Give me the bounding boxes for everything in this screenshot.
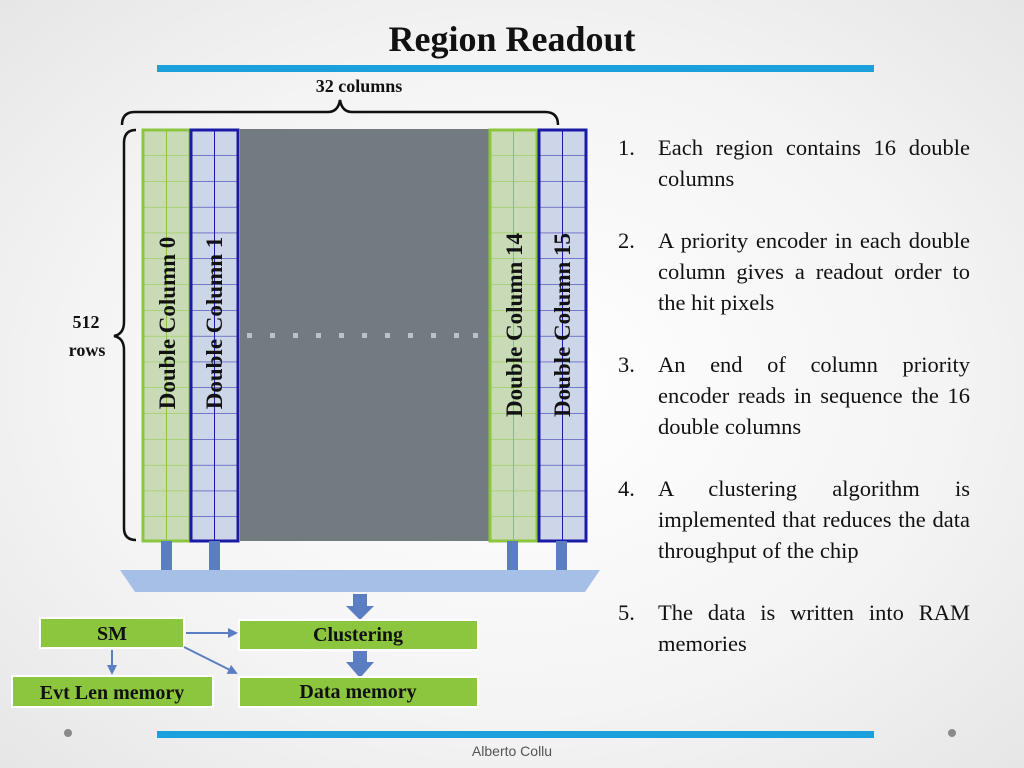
step-text: A clustering algorithm is implemented th… [658,476,970,563]
top-rule [157,65,874,72]
step-text: The data is written into RAM memories [658,600,970,656]
slide-title: Region Readout [388,19,636,59]
clustering-label: Clustering [313,624,403,646]
clustering-block [238,619,479,651]
double-column-15-label: Double Column 15 [550,233,575,417]
bottom-rule [157,731,874,738]
data-memory-label: Data memory [299,681,416,703]
column-connectors [161,541,567,570]
rows-brace [113,128,137,542]
double-column-1-label: Double Column 1 [202,237,227,410]
evt-len-memory-label: Evt Len memory [40,682,184,704]
step-text: Each region contains 16 double columns [658,135,970,191]
left-dot [64,729,72,737]
step-item: 5. The data is written into RAM memories [618,597,970,659]
step-number: 5. [618,600,635,625]
step-item: 2. A priority encoder in each double col… [618,225,970,318]
sm-block [39,617,185,649]
clustering-to-data-memory-arrow [346,651,374,678]
readout-bus [120,570,600,592]
step-text: An end of column priority encoder reads … [658,352,970,439]
step-item: 3. An end of column priority encoder rea… [618,349,970,442]
step-number: 3. [618,352,635,377]
right-dot [948,729,956,737]
ellipsis-dots [247,333,478,338]
evt-len-memory-block [11,675,214,708]
sm-label: SM [97,623,127,645]
columns-label: 32 columns [316,76,403,96]
step-item: 4. A clustering algorithm is implemented… [618,473,970,566]
step-number: 4. [618,476,635,501]
bus-to-clustering-arrow [346,594,374,620]
data-memory-block [238,676,479,708]
step-item: 1. Each region contains 16 double column… [618,132,970,194]
columns-brace [120,99,560,126]
author-footer: Alberto Collu [471,743,553,759]
step-number: 1. [618,135,635,160]
double-column-0-label: Double Column 0 [155,237,180,410]
sm-to-data-memory-arrow [183,646,238,674]
rows-label-word: rows [69,340,106,360]
rows-label-number: 512 [73,312,100,332]
double-column-14-label: Double Column 14 [502,232,527,417]
step-number: 2. [618,228,635,253]
step-text: A priority encoder in each double column… [658,228,970,315]
steps-list: 1. Each region contains 16 double column… [618,132,970,690]
